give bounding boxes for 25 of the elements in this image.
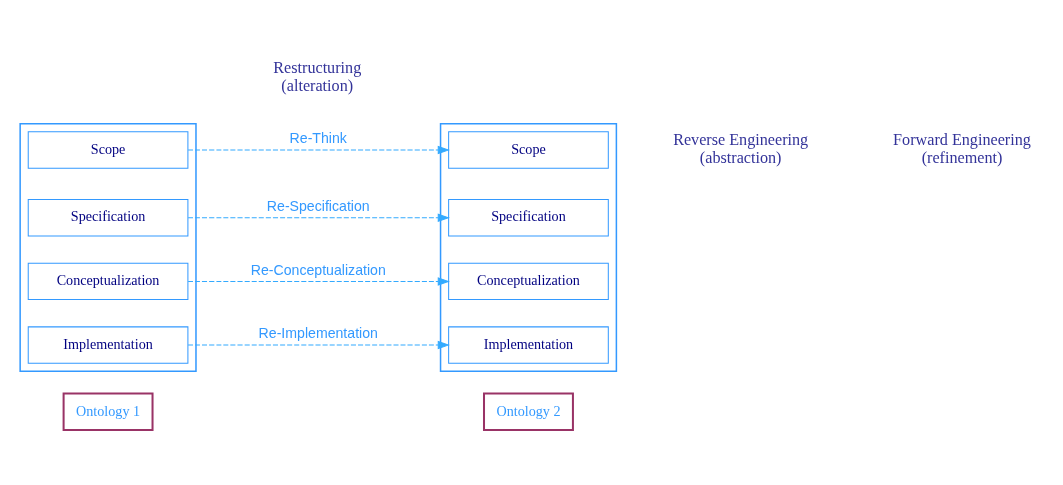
node-box: Conceptualization	[27, 262, 189, 300]
arrow	[187, 276, 450, 286]
edge-label: Re-Implementation	[258, 324, 378, 341]
label: Restructuring	[273, 58, 362, 76]
edge-label: Re-Conceptualization	[250, 261, 386, 278]
node-box: Conceptualization	[448, 262, 609, 300]
arrow	[187, 213, 450, 222]
node-box: Ontology 2	[483, 392, 574, 431]
label: Reverse Engineering	[673, 130, 809, 148]
label: (abstraction)	[699, 148, 782, 166]
node-box: Specification	[27, 198, 189, 236]
label: (refinement)	[921, 148, 1003, 166]
arrow	[187, 145, 450, 154]
edge-label: Re-Think	[289, 129, 347, 146]
node-box: Ontology 1	[62, 392, 154, 431]
node-box: Scope	[27, 130, 189, 169]
label: (alteration)	[281, 76, 354, 94]
node-box: Implementation	[27, 325, 189, 364]
cluster	[19, 122, 197, 372]
arrow	[187, 340, 450, 349]
node-box: Specification	[448, 198, 609, 236]
edge-label: Re-Specification	[266, 197, 370, 214]
node-box: Implementation	[448, 325, 609, 364]
node-box: Scope	[448, 130, 609, 169]
label: Forward Engineering	[893, 130, 1031, 148]
